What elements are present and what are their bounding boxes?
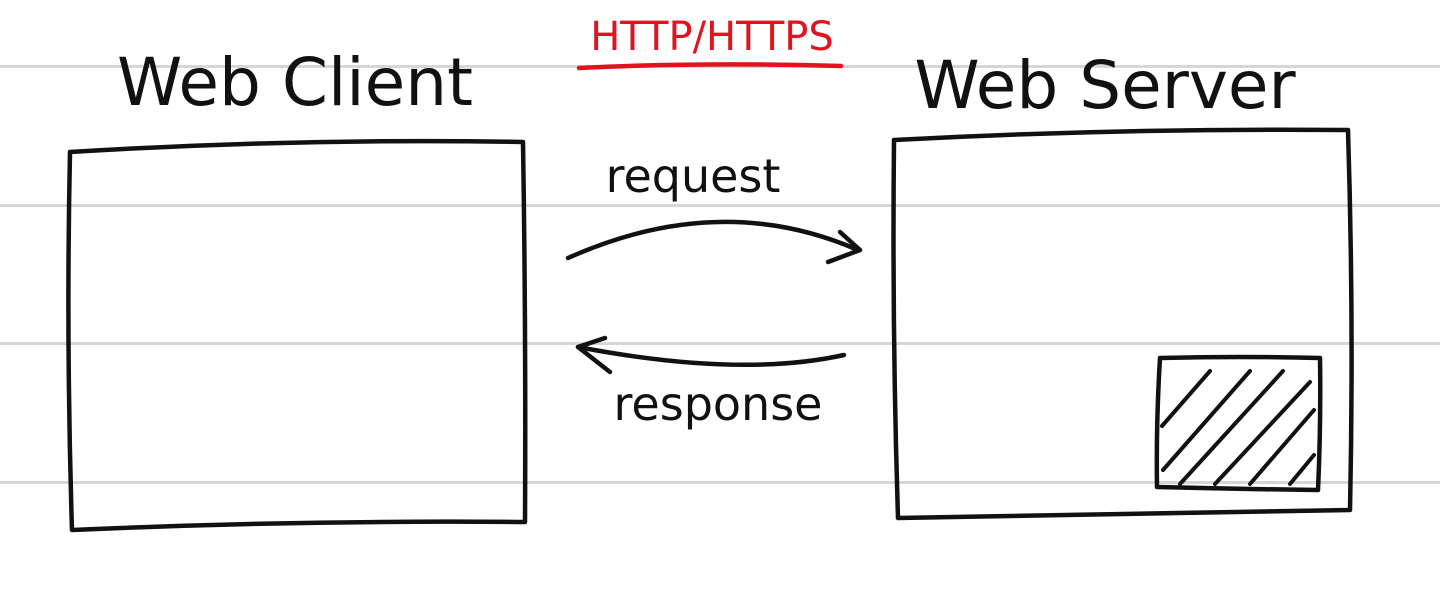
client-title: Web Client <box>117 44 473 121</box>
server-resource <box>1154 354 1323 493</box>
resource-hatching <box>1160 369 1316 486</box>
resource-box <box>1154 354 1323 493</box>
response-label: response <box>614 377 823 431</box>
request-arrow[interactable] <box>565 219 863 265</box>
response-arrow[interactable] <box>575 335 847 375</box>
request-arrow-line <box>565 219 861 261</box>
client-box <box>66 138 528 533</box>
response-arrow-line <box>575 344 847 368</box>
server-box <box>891 127 1354 521</box>
request-label: request <box>606 149 781 203</box>
protocol-underline <box>576 62 844 71</box>
server-title: Web Server <box>914 47 1296 124</box>
response-arrowhead <box>575 335 613 375</box>
protocol-label: HTTP/HTTPS <box>590 14 834 60</box>
ruled-line <box>0 481 1440 484</box>
request-arrowhead <box>825 229 863 265</box>
ruled-line <box>0 342 1440 345</box>
ruled-line <box>0 204 1440 207</box>
